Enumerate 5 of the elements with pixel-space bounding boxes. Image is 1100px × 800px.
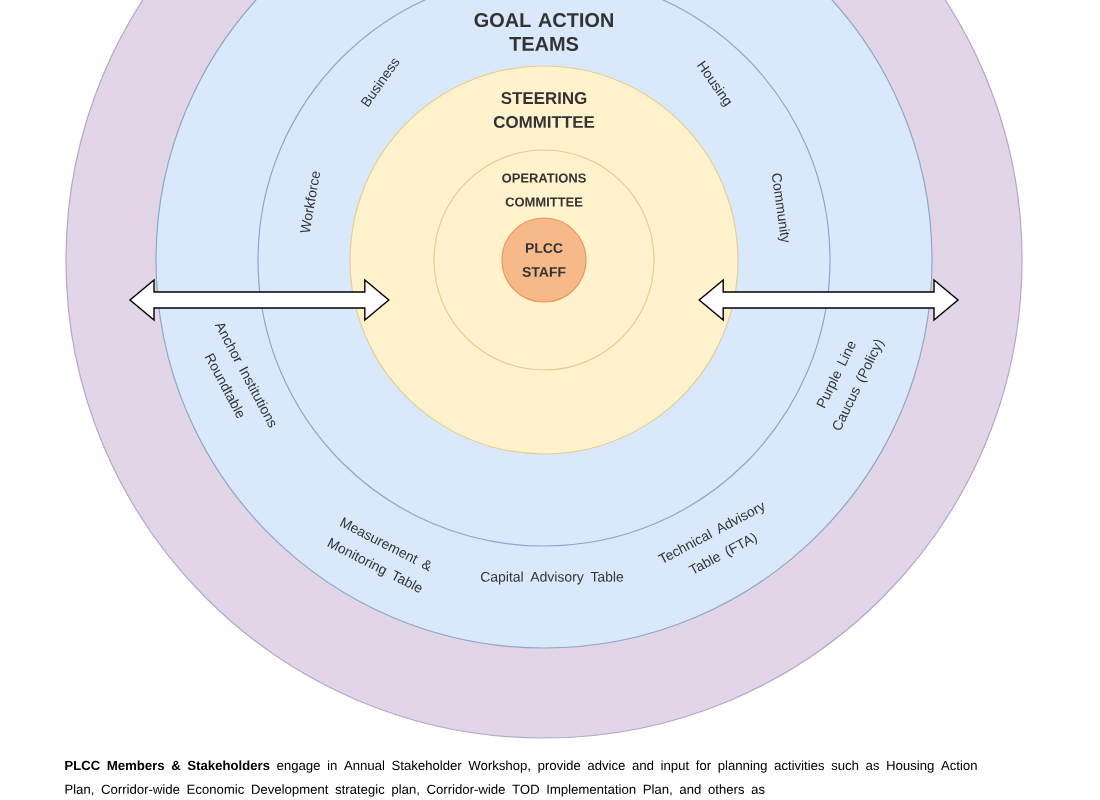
ring: [501, 217, 587, 303]
ring-label: STEERING COMMITTEE: [493, 92, 595, 128]
ring-label: GOAL ACTION TEAMS: [474, 13, 613, 51]
double-arrow: [698, 278, 960, 322]
double-arrow: [128, 278, 390, 322]
